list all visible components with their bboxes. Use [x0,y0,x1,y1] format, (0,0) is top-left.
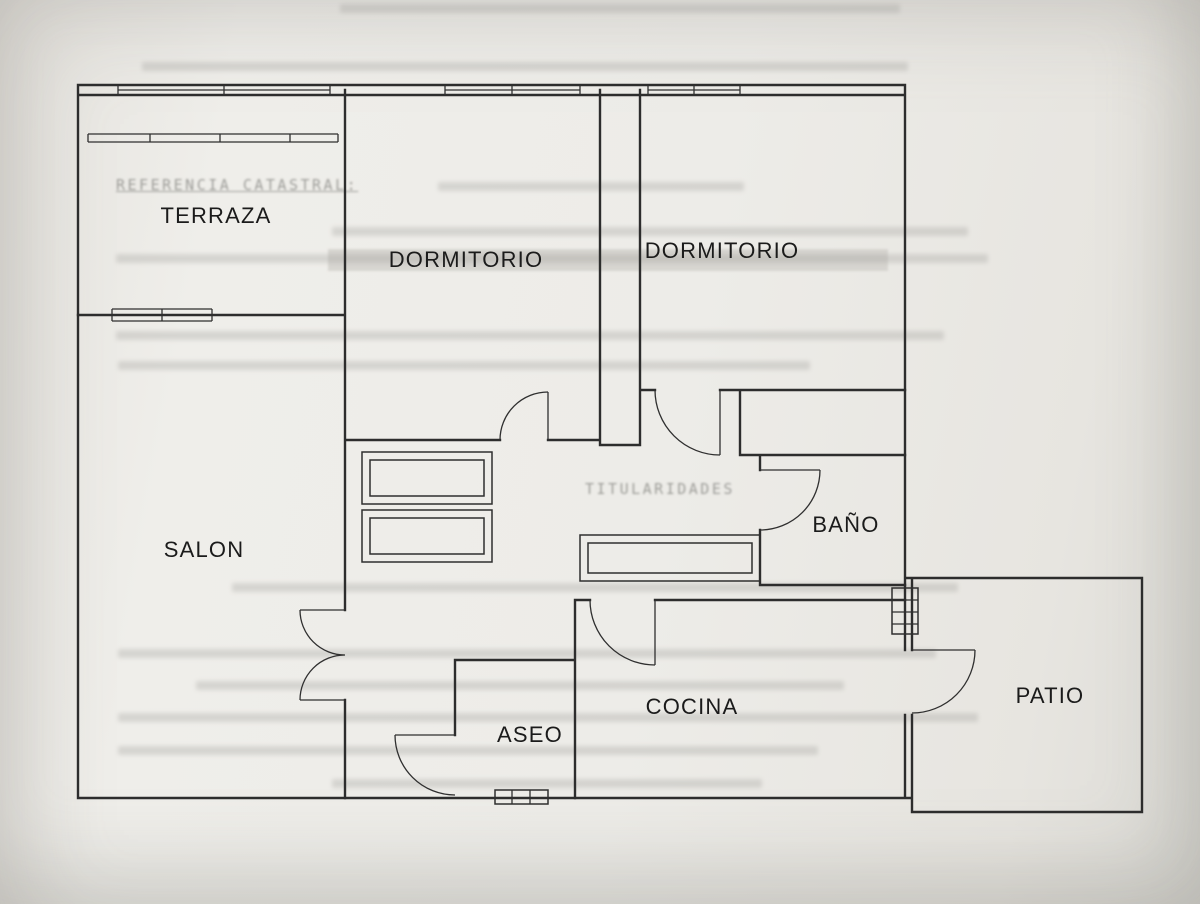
utility-box [891,587,919,635]
bleed-line [116,331,944,340]
bleed-line [232,583,958,592]
bleed-line [116,254,988,263]
bleed-line [340,4,900,13]
room-label-dormitorio-left: DORMITORIO [389,247,544,272]
bleed-line [118,746,818,755]
door-leaves [300,390,975,736]
bleed-line [142,62,908,71]
room-label-terraza: TERRAZA [160,203,271,228]
closet-lower-inner [369,517,485,555]
kitchen-counter-inner [587,542,753,574]
room-label-cocina: COCINA [646,694,739,719]
bleed-text-titularidades: TITULARIDADES [585,480,735,498]
closet-upper [361,451,493,505]
room-label-salon: SALON [164,537,245,562]
bleed-text-referencia: REFERENCIA CATASTRAL: [116,176,359,194]
bleed-line [118,361,810,370]
closet-upper-inner [369,459,485,497]
room-labels: TERRAZA DORMITORIO DORMITORIO SALON BAÑO… [160,203,1085,747]
bleed-line [332,227,968,236]
bleed-line [118,713,978,722]
interior-walls [76,88,907,800]
room-label-bano: BAÑO [812,512,879,537]
fixtures-and-closets [361,451,919,805]
aseo-window [494,789,549,805]
bleed-line [438,182,744,191]
outer-walls [76,83,1144,814]
bleed-line [332,779,762,788]
door-swing-arcs [299,389,976,796]
bleed-line [118,649,936,658]
room-label-dormitorio-right: DORMITORIO [645,238,800,263]
door-symbols [299,389,976,796]
kitchen-counter [579,534,761,582]
room-label-aseo: ASEO [497,722,563,747]
bleed-highlight-band [328,249,888,271]
window-symbols [87,85,741,322]
room-label-patio: PATIO [1016,683,1085,708]
bleed-line [196,681,844,690]
closet-lower [361,509,493,563]
